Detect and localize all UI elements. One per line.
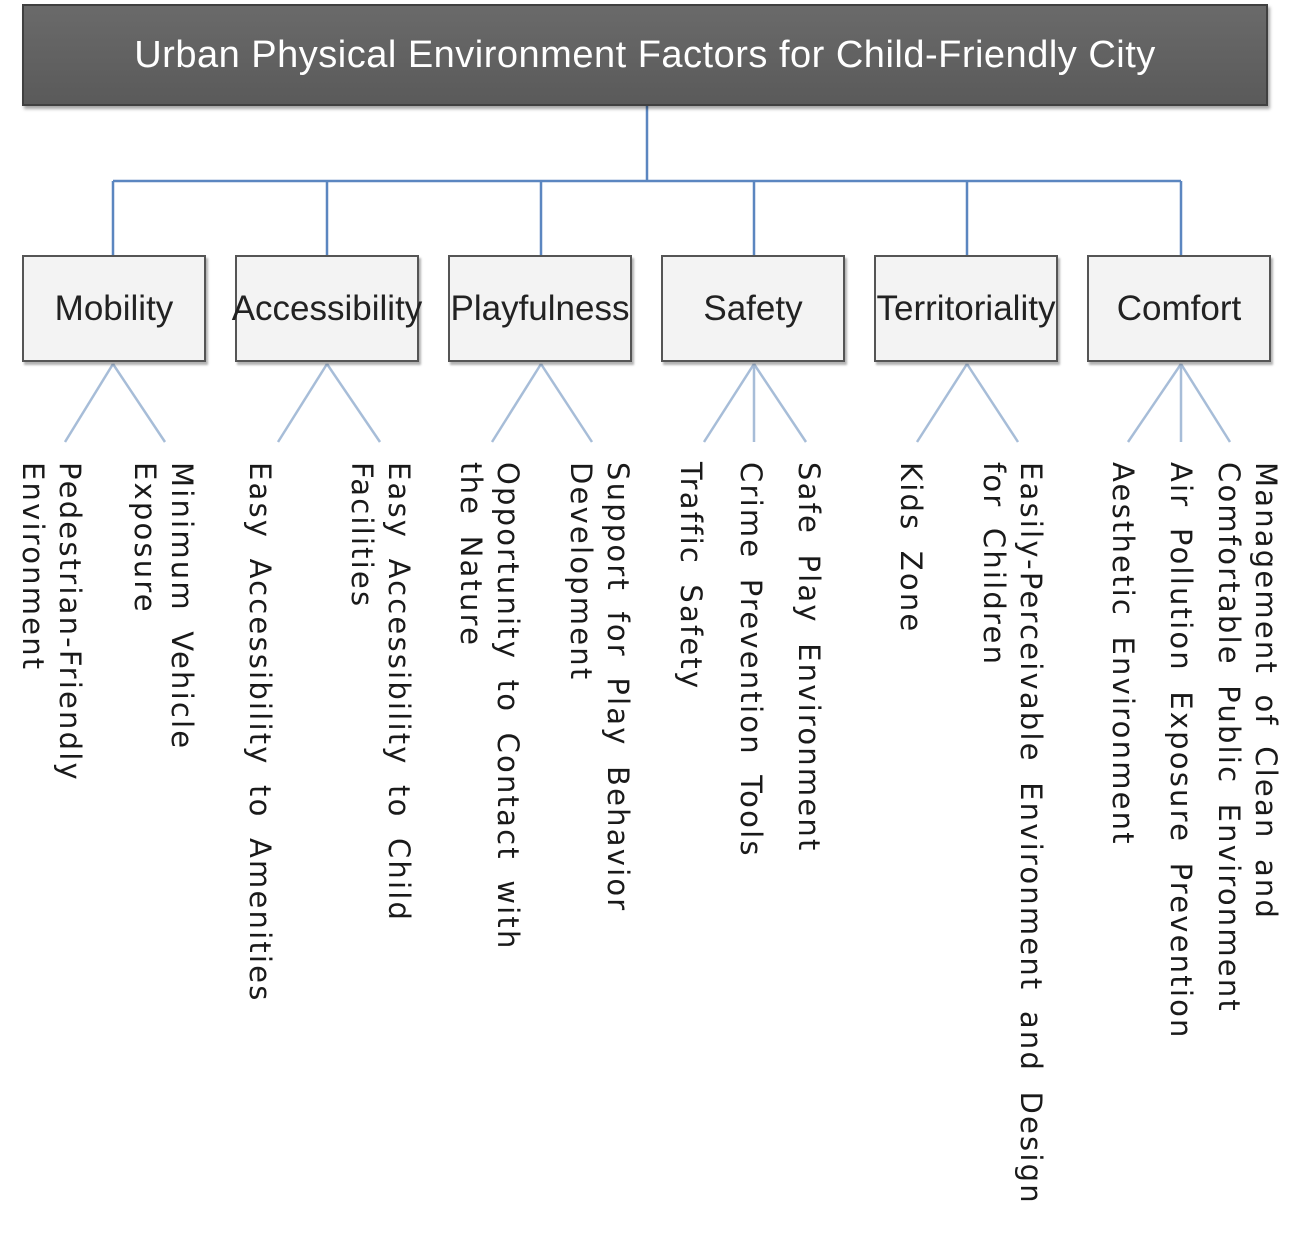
factor-line: Management of Clean and (1249, 462, 1283, 921)
factor-easily-perceivable-environment: Easily-Perceivable Environment and Desig… (975, 462, 1049, 1205)
factor-line: Pedestrian-Friendly (53, 462, 87, 782)
factor-line: Aesthetic Environment (1106, 462, 1140, 846)
leaf-line (1126, 363, 1183, 443)
factor-line: Exposure (128, 462, 162, 614)
category-territoriality: Territoriality (874, 255, 1058, 362)
factor-contact-with-nature: Opportunity to Contact with the Nature (452, 462, 526, 951)
category-mobility: Mobility (22, 255, 206, 362)
factor-minimum-vehicle-exposure: Minimum Vehicle Exposure (126, 462, 200, 750)
factor-line: Traffic Safety (674, 462, 708, 691)
leaf-line (325, 363, 382, 443)
leaf-line (111, 363, 167, 443)
factor-line: Development (564, 462, 598, 682)
factor-line: Crime Prevention Tools (734, 462, 768, 858)
factor-line: the Nature (454, 462, 488, 648)
category-comfort: Comfort (1087, 255, 1271, 362)
factor-air-pollution-exposure-prevention: Air Pollution Exposure Prevention (1162, 462, 1199, 1040)
factor-line: Air Pollution Exposure Prevention (1164, 462, 1198, 1040)
factor-line: Opportunity to Contact with (491, 462, 525, 951)
factor-easy-accessibility-amenities: Easy Accessibility to Amenities (241, 462, 278, 1003)
category-playfulness: Playfulness (448, 255, 632, 362)
leaf-line (915, 363, 969, 443)
factor-safe-play-environment: Safe Play Environment (790, 462, 827, 853)
factor-support-play-behavior: Support for Play Behavior Development (562, 462, 636, 912)
factor-line: for Children (977, 462, 1011, 667)
leaf-line (490, 363, 543, 443)
factor-pedestrian-friendly-environment: Pedestrian-Friendly Environment (14, 462, 88, 782)
factor-line: Safe Play Environment (792, 462, 826, 853)
factor-line: Easily-Perceivable Environment and Desig… (1014, 462, 1048, 1205)
leaf-line (965, 363, 1020, 443)
factor-easy-accessibility-child-facilities: Easy Accessibility to Child Facilities (343, 462, 417, 922)
factor-aesthetic-environment: Aesthetic Environment (1104, 462, 1141, 846)
leaf-line (276, 363, 329, 443)
factor-line: Easy Accessibility to Child (382, 462, 416, 923)
factor-crime-prevention-tools: Crime Prevention Tools (732, 462, 769, 858)
factor-line: Minimum Vehicle (165, 462, 199, 751)
leaf-line (63, 363, 115, 443)
factor-line: Comfortable Public Environment (1212, 462, 1246, 1013)
leaf-line (702, 363, 756, 443)
factor-line: Support for Play Behavior (601, 462, 635, 913)
leaf-line (752, 363, 808, 443)
leaf-line (1179, 363, 1232, 443)
factor-line: Facilities (345, 462, 379, 609)
factor-line: Environment (16, 462, 50, 672)
factor-line: Easy Accessibility to Amenities (243, 462, 277, 1003)
factor-clean-comfortable-public-environment: Management of Clean and Comfortable Publ… (1210, 462, 1284, 1013)
diagram-title: Urban Physical Environment Factors for C… (22, 4, 1268, 106)
category-accessibility: Accessibility (232, 255, 422, 362)
leaf-line (539, 363, 594, 443)
factor-kids-zone: Kids Zone (892, 462, 929, 633)
category-safety: Safety (661, 255, 845, 362)
factor-line: Kids Zone (894, 462, 928, 634)
factor-traffic-safety: Traffic Safety (672, 462, 709, 690)
